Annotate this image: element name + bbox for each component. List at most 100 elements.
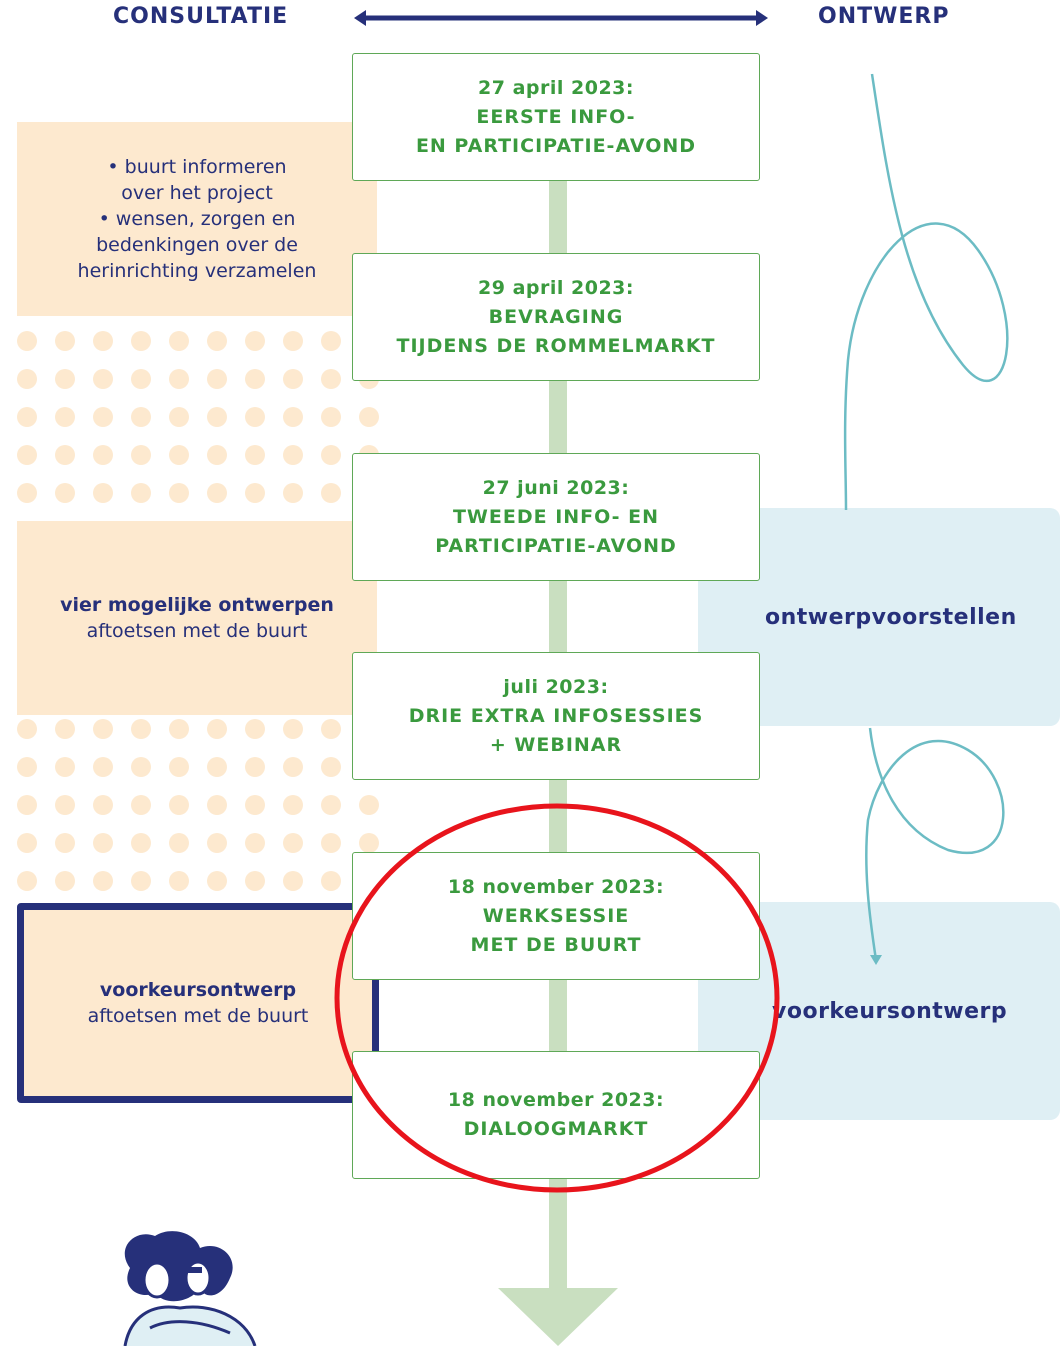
timeline-3-date: 27 juni 2023: [482, 476, 630, 499]
pattern-dot [17, 369, 37, 389]
pattern-dot [93, 407, 113, 427]
pattern-dot [321, 445, 341, 465]
pattern-dot [17, 795, 37, 815]
pattern-dot [207, 757, 227, 777]
pattern-dot [93, 871, 113, 891]
timeline-4-date: juli 2023: [503, 675, 609, 698]
pattern-dot [207, 871, 227, 891]
timeline-5-line-1: WERKSESSIE [482, 904, 630, 927]
pattern-dot [17, 871, 37, 891]
pattern-dot [55, 871, 75, 891]
pattern-dot [321, 407, 341, 427]
design-label-2: voorkeursontwerp [772, 999, 1008, 1024]
pattern-dot [169, 369, 189, 389]
pattern-dot [169, 757, 189, 777]
pattern-dot [169, 795, 189, 815]
timeline-2-line-1: BEVRAGING [488, 305, 624, 328]
consultatie-heading: CONSULTATIE [113, 4, 289, 29]
pattern-dot [169, 719, 189, 739]
pattern-dot [321, 331, 341, 351]
pattern-dot [245, 407, 265, 427]
pattern-dot [93, 331, 113, 351]
pattern-dot [17, 757, 37, 777]
pattern-dot [207, 407, 227, 427]
pattern-dot [131, 871, 151, 891]
consultation-3-bold: voorkeursontwerp [99, 979, 297, 1001]
pattern-dot [55, 757, 75, 777]
pattern-dot [169, 483, 189, 503]
pattern-dot [283, 833, 303, 853]
pattern-dot [283, 407, 303, 427]
ontwerp-heading: ONTWERP [818, 4, 950, 29]
consultation-2-normal: aftoetsen met de buurt [86, 620, 308, 642]
timeline-1-line-2: EN PARTICIPATIE-AVOND [415, 134, 697, 157]
timeline-2-line-2: TIJDENS DE ROMMELMARKT [396, 334, 716, 357]
pattern-dot [207, 483, 227, 503]
timeline-6-line-1: DIALOOGMARKT [463, 1118, 649, 1140]
pattern-dot [55, 369, 75, 389]
pattern-dot [245, 483, 265, 503]
pattern-dot [321, 369, 341, 389]
timeline-box-4: juli 2023: DRIE EXTRA INFOSESSIES + WEBI… [352, 652, 760, 780]
pattern-dot [283, 871, 303, 891]
consultation-1-line-1: • buurt informeren [107, 156, 287, 178]
pattern-dot [283, 369, 303, 389]
pattern-dot [169, 331, 189, 351]
pattern-dot [207, 833, 227, 853]
pattern-dot [359, 407, 379, 427]
pattern-dot [245, 369, 265, 389]
pattern-dot [245, 871, 265, 891]
consultation-panel-2: vier mogelijke ontwerpen aftoetsen met d… [17, 521, 377, 715]
consultation-panel-1: • buurt informeren over het project • we… [17, 122, 377, 316]
pattern-dot [131, 795, 151, 815]
pattern-dot [321, 757, 341, 777]
pattern-dot [321, 795, 341, 815]
pattern-dot [17, 445, 37, 465]
pattern-dot [131, 719, 151, 739]
timeline-4-line-2: + WEBINAR [489, 733, 623, 756]
pattern-dot [93, 719, 113, 739]
pattern-dot [55, 445, 75, 465]
pattern-dot [17, 331, 37, 351]
timeline-6-date: 18 november 2023: [447, 1089, 665, 1111]
pattern-dot [321, 719, 341, 739]
double-arrow-icon [354, 10, 768, 26]
consultation-panel-3: voorkeursontwerp aftoetsen met de buurt [17, 903, 379, 1103]
pattern-dot [93, 833, 113, 853]
pattern-dot [17, 833, 37, 853]
pattern-dot [55, 483, 75, 503]
pattern-dot [321, 833, 341, 853]
pattern-dot [169, 833, 189, 853]
pattern-dot [207, 795, 227, 815]
timeline-4-line-1: DRIE EXTRA INFOSESSIES [408, 704, 704, 727]
pattern-dot [245, 331, 265, 351]
pattern-dot [169, 445, 189, 465]
pattern-dot [93, 369, 113, 389]
timeline-box-3: 27 juni 2023: TWEEDE INFO- EN PARTICIPAT… [352, 453, 760, 581]
pattern-dot [207, 369, 227, 389]
pattern-dot [169, 407, 189, 427]
design-label-1: ontwerpvoorstellen [765, 605, 1017, 630]
pattern-dot [321, 483, 341, 503]
pattern-dot [93, 795, 113, 815]
consultation-1-line-3: • wensen, zorgen en [98, 208, 296, 230]
timeline-3-line-1: TWEEDE INFO- EN [452, 505, 660, 528]
pattern-dot [131, 833, 151, 853]
pattern-dot [131, 331, 151, 351]
pattern-dot [283, 331, 303, 351]
pattern-dot [93, 757, 113, 777]
timeline-box-6: 18 november 2023: DIALOOGMARKT [352, 1051, 760, 1179]
timeline-3-line-2: PARTICIPATIE-AVOND [435, 534, 677, 557]
timeline-box-2: 29 april 2023: BEVRAGING TIJDENS DE ROMM… [352, 253, 760, 381]
timeline-1-date: 27 april 2023: [478, 76, 634, 99]
pattern-dot [359, 795, 379, 815]
pattern-dot [131, 757, 151, 777]
pattern-dot [283, 795, 303, 815]
pattern-dot [55, 719, 75, 739]
pattern-dot [131, 483, 151, 503]
pattern-dot [321, 871, 341, 891]
pattern-dot [245, 719, 265, 739]
highlight-ellipse [334, 803, 780, 1193]
pattern-dot [93, 483, 113, 503]
consultation-1-line-5: herinrichting verzamelen [77, 260, 317, 282]
